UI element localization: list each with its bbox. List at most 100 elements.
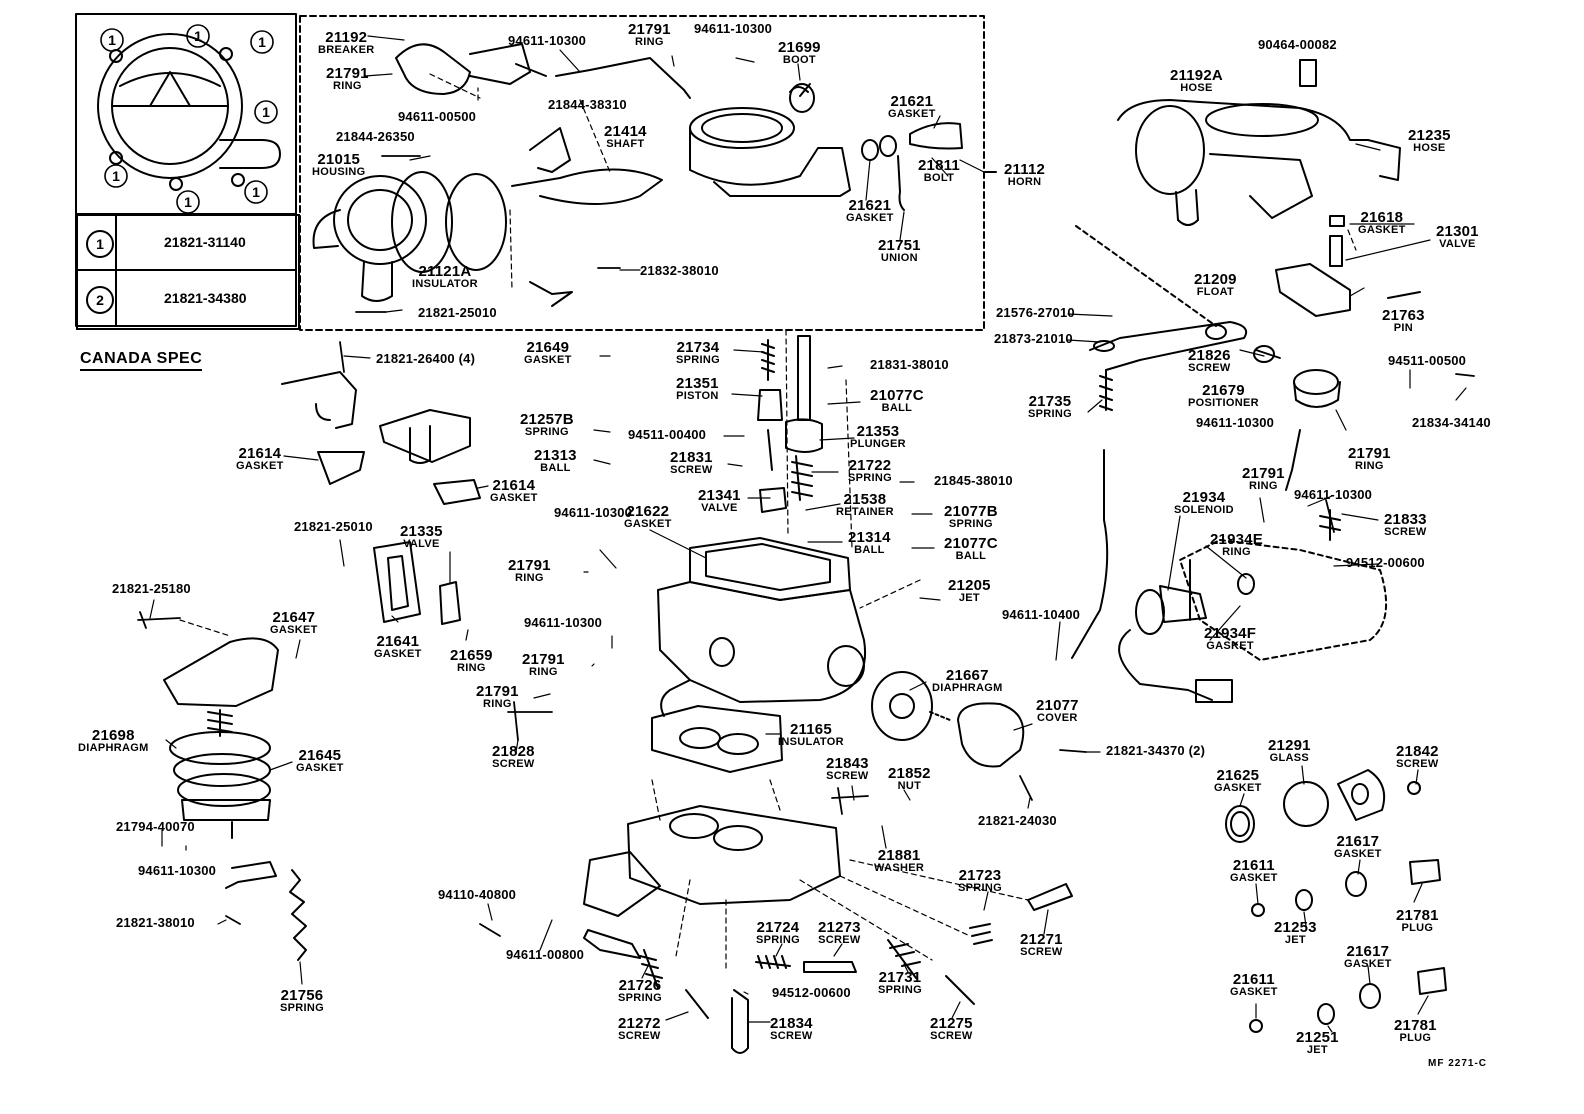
part-number: 21611 xyxy=(1232,857,1275,874)
part-number: 21112 xyxy=(1004,161,1046,178)
part-callout: 21576-27010 xyxy=(996,306,1075,319)
part-number: 21275 xyxy=(930,1015,973,1032)
fastener-legend-table: 1 21821-31140 2 21821-34380 xyxy=(76,214,300,330)
part-callout: 21821-25180 xyxy=(112,582,191,595)
throttle-base xyxy=(583,805,841,959)
part-number: 21811 xyxy=(918,157,960,174)
fasteners xyxy=(137,155,1475,937)
part-number: 21934E xyxy=(1210,531,1263,548)
part-name: RING xyxy=(333,80,362,92)
part-number: 21791 xyxy=(1348,445,1391,462)
part-number: 21699 xyxy=(778,39,821,56)
flange-marker: 1 xyxy=(112,168,120,184)
part-number: 21165 xyxy=(789,721,832,738)
part-name: WASHER xyxy=(874,862,925,874)
legend-row: 1 21821-31140 xyxy=(78,216,298,272)
part-callout: 21844-26350 xyxy=(336,130,415,143)
part-name: PLUNGER xyxy=(850,438,906,450)
part-name: RING xyxy=(1222,546,1251,558)
part-number: 21647 xyxy=(272,609,316,626)
part-number: 21621 xyxy=(848,197,892,214)
sight-glass-parts xyxy=(1225,769,1447,1033)
part-number: 21843 xyxy=(826,755,869,772)
part-number: 21538 xyxy=(843,491,887,508)
part-number: 94110-40800 xyxy=(438,887,517,902)
part-number: 21821-25010 xyxy=(294,519,373,534)
part-name: HOSE xyxy=(1180,82,1213,94)
part-number: 21341 xyxy=(698,487,741,504)
part-number: 21205 xyxy=(948,577,991,594)
part-name: GASKET xyxy=(888,108,936,120)
part-name: SPRING xyxy=(280,1002,324,1014)
part-name: RETAINER xyxy=(836,506,894,518)
flange-marker: 1 xyxy=(258,34,266,50)
part-name: SCREW xyxy=(1020,946,1063,958)
part-number: 21301 xyxy=(1436,223,1479,240)
part-name: SCREW xyxy=(826,770,869,782)
part-number: 21844-26350 xyxy=(336,129,415,144)
part-name: BALL xyxy=(540,462,571,474)
part-number: 21271 xyxy=(1020,931,1063,948)
carburetor-body xyxy=(657,537,866,717)
part-number: 21077C xyxy=(944,535,998,552)
carburetor-top xyxy=(689,83,963,211)
part-number: 21845-38010 xyxy=(934,473,1013,488)
part-callout: 94611-10300 xyxy=(554,506,632,519)
flange-marker: 1 xyxy=(262,104,270,120)
part-name: GASKET xyxy=(236,460,284,472)
part-number: 21314 xyxy=(848,529,891,546)
part-number: 94611-10300 xyxy=(554,505,633,520)
part-number: 21576-27010 xyxy=(996,305,1075,320)
part-number: 90464-00082 xyxy=(1258,37,1337,52)
legend-row: 2 21821-34380 xyxy=(78,272,298,328)
part-name: SPRING xyxy=(618,992,662,1004)
part-callout: 21831-38010 xyxy=(870,358,949,371)
part-number: 21735 xyxy=(1028,393,1072,410)
part-number: 21731 xyxy=(878,969,922,986)
throttle-body-flange xyxy=(97,33,281,191)
part-number: 21791 xyxy=(1242,465,1285,482)
part-callout: 94611-10300 xyxy=(138,864,216,877)
part-name: JET xyxy=(1284,934,1306,946)
housing-drawing xyxy=(312,43,691,307)
part-number: 94611-10400 xyxy=(1002,607,1081,622)
part-number: 21791 xyxy=(522,651,565,668)
part-number: 21834 xyxy=(770,1015,813,1032)
part-number: 21844-38310 xyxy=(548,97,627,112)
part-name: GASKET xyxy=(624,518,672,530)
part-number: 21257B xyxy=(520,411,574,428)
part-name: PLUG xyxy=(1401,922,1434,934)
part-number: 21821-38010 xyxy=(116,915,195,930)
part-name: SCREW xyxy=(618,1030,661,1042)
legend-part-number: 21821-31140 xyxy=(164,234,246,250)
part-name: POSITIONER xyxy=(1188,397,1259,409)
part-number: 21826 xyxy=(1188,347,1231,364)
part-name: RING xyxy=(635,36,664,48)
part-number: 21353 xyxy=(856,423,900,440)
part-name: BALL xyxy=(955,550,987,562)
part-number: 21873-21010 xyxy=(994,331,1073,346)
part-number: 21649 xyxy=(526,339,570,356)
inset-frame xyxy=(75,13,297,327)
part-number: 94512-00600 xyxy=(1346,555,1425,570)
part-callout: 21821-24030 xyxy=(978,814,1057,827)
part-number: 21726 xyxy=(618,977,662,994)
